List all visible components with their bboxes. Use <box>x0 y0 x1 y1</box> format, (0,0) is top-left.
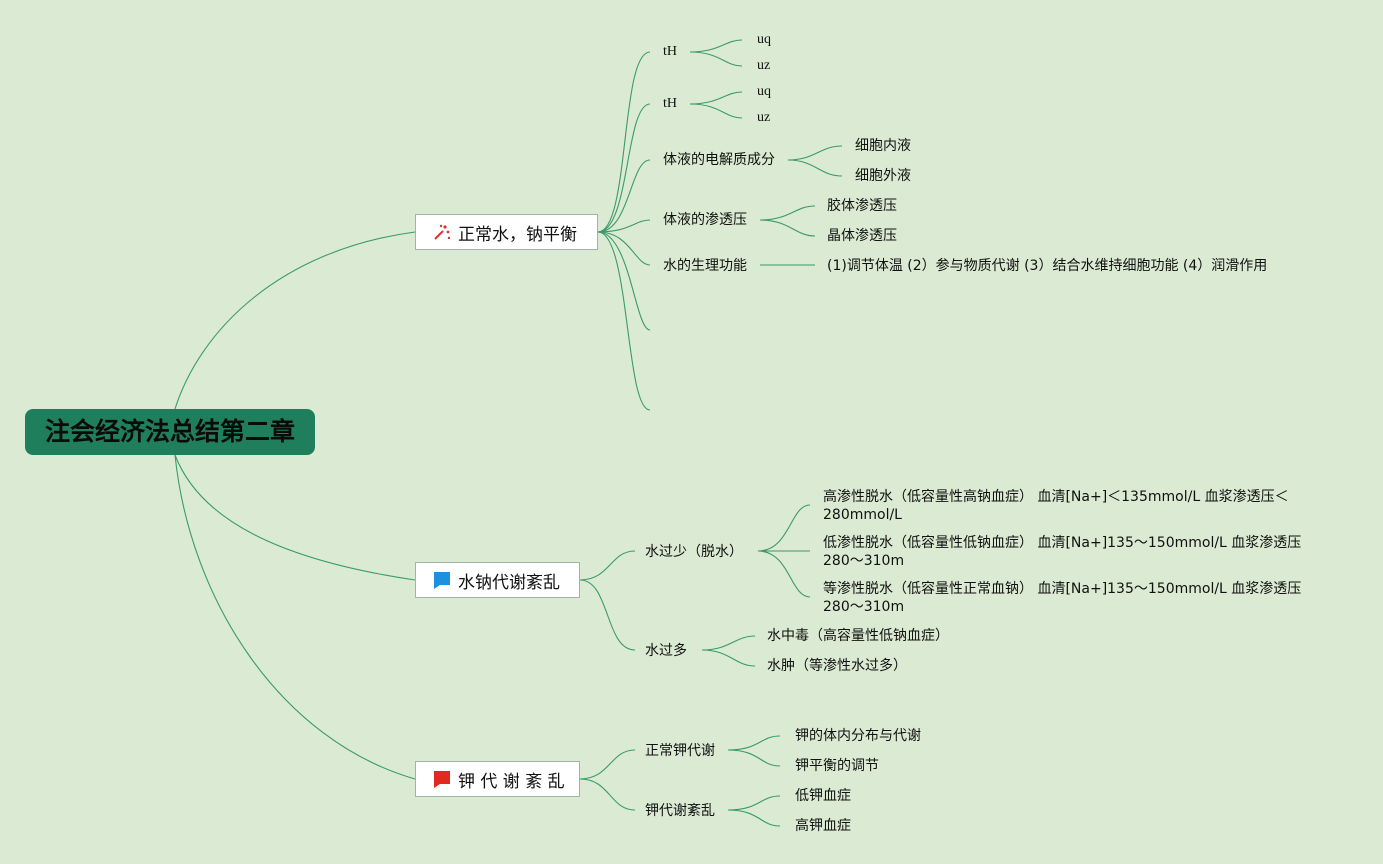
node-osmotic[interactable]: 体液的渗透压 <box>663 212 747 228</box>
sparkle-icon <box>432 222 452 242</box>
node-hypotonic-dehydration[interactable]: 低渗性脱水（低容量性低钠血症） 血清[Na+]135～150mmol/L 血浆渗… <box>823 535 1302 569</box>
node-th-1-child-1[interactable]: uq <box>757 32 771 47</box>
node-th-1[interactable]: tH <box>663 44 677 59</box>
node-hyperkalemia[interactable]: 高钾血症 <box>795 818 851 834</box>
node-edema[interactable]: 水肿（等渗性水过多） <box>767 658 907 674</box>
node-th-1-child-2[interactable]: uz <box>757 58 771 73</box>
node-potassium-disorder[interactable]: 钾代谢紊乱 <box>645 803 715 819</box>
root-node[interactable]: 注会经济法总结第二章 <box>25 409 315 455</box>
link-root-topic3 <box>174 454 416 780</box>
blue-flag-icon <box>432 570 452 590</box>
node-water-function-detail[interactable]: (1)调节体温 (2）参与物质代谢 (3）结合水维持细胞功能 (4）润滑作用 <box>827 258 1268 274</box>
node-normal-potassium[interactable]: 正常钾代谢 <box>645 743 715 759</box>
topic-water-sodium-disorder[interactable]: 水钠代谢紊乱 <box>415 562 580 598</box>
topic-label: 水钠代谢紊乱 <box>458 572 560 593</box>
node-th-2-child-1[interactable]: uq <box>757 84 771 99</box>
node-water-intoxication[interactable]: 水中毒（高容量性低钠血症） <box>767 628 949 644</box>
node-intracellular[interactable]: 细胞内液 <box>855 138 911 154</box>
node-th-2-child-2[interactable]: uz <box>757 110 771 125</box>
node-crystal-osmotic[interactable]: 晶体渗透压 <box>827 228 897 244</box>
node-dehydration[interactable]: 水过少（脱水） <box>645 544 743 560</box>
link-root-topic1 <box>174 231 416 410</box>
node-water-function[interactable]: 水的生理功能 <box>663 258 747 274</box>
node-overhydration[interactable]: 水过多 <box>645 643 687 659</box>
node-hypertonic-dehydration[interactable]: 高渗性脱水（低容量性高钠血症） 血清[Na+]＜135mmol/L 血浆渗透压＜… <box>823 489 1289 523</box>
link-root-topic2 <box>174 454 416 581</box>
node-isotonic-dehydration[interactable]: 等渗性脱水（低容量性正常血钠） 血清[Na+]135～150mmol/L 血浆渗… <box>823 581 1302 615</box>
node-extracellular[interactable]: 细胞外液 <box>855 168 911 184</box>
topic-potassium-disorder[interactable]: 钾 代 谢 紊 乱 <box>415 761 580 797</box>
topic-label: 钾 代 谢 紊 乱 <box>458 771 565 792</box>
node-potassium-regulation[interactable]: 钾平衡的调节 <box>795 758 879 774</box>
node-th-2[interactable]: tH <box>663 96 677 111</box>
node-electrolyte[interactable]: 体液的电解质成分 <box>663 152 775 168</box>
node-potassium-distribution[interactable]: 钾的体内分布与代谢 <box>795 728 921 744</box>
topic-label: 正常水，钠平衡 <box>458 224 577 245</box>
red-flag-icon <box>432 769 452 789</box>
node-hypokalemia[interactable]: 低钾血症 <box>795 788 851 804</box>
node-colloid-osmotic[interactable]: 胶体渗透压 <box>827 198 897 214</box>
topic-normal-water-sodium[interactable]: 正常水，钠平衡 <box>415 214 598 250</box>
